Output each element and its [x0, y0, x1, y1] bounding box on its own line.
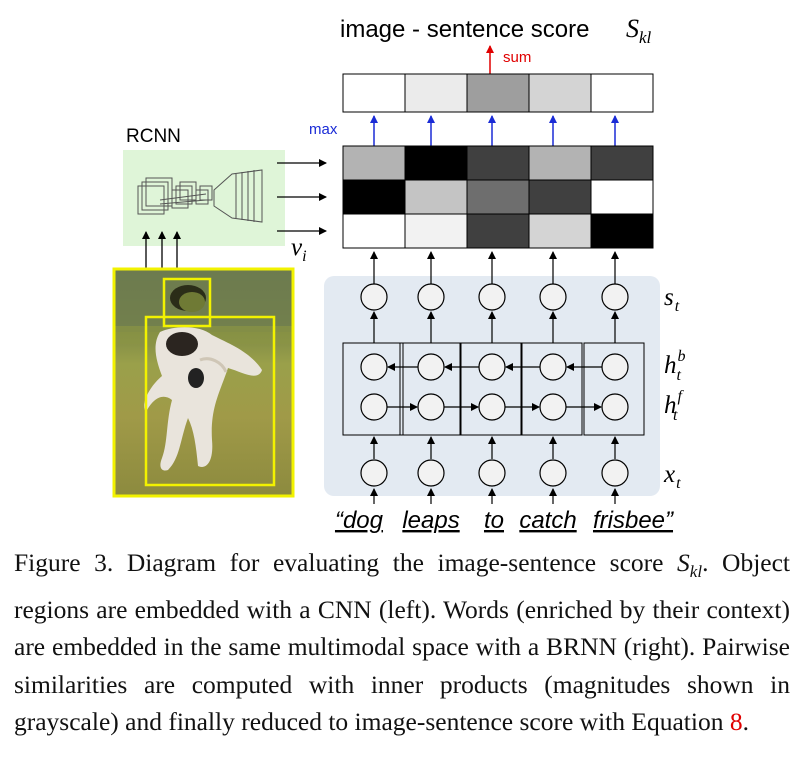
similarity-matrix [342, 145, 654, 249]
dog-region-box [144, 315, 276, 487]
rnn-unit [360, 353, 388, 381]
sentence-word: leaps [402, 507, 459, 534]
similarity-cell [404, 179, 468, 215]
max-arrows [370, 115, 619, 146]
similarity-cell [590, 213, 654, 249]
max-label: max [309, 121, 338, 138]
brnn-cell-box [583, 342, 645, 436]
rnn-unit [417, 353, 445, 381]
score-title: image - sentence score [340, 16, 589, 43]
rcnn-label: RCNN [126, 126, 181, 147]
similarity-cell [590, 145, 654, 181]
rnn-unit [539, 283, 567, 311]
rnn-unit [539, 353, 567, 381]
brnn-columns [342, 251, 645, 504]
cnn-icon [137, 169, 263, 223]
rnn-unit [478, 353, 506, 381]
rnn-unit [478, 459, 506, 487]
similarity-cell [466, 213, 530, 249]
rnn-unit [360, 459, 388, 487]
rnn-unit [417, 283, 445, 311]
brnn-cell-box [460, 342, 522, 436]
similarity-cell [528, 145, 592, 181]
brnn-panel [324, 276, 660, 496]
score-cell [404, 73, 468, 113]
similarity-cell [590, 179, 654, 215]
score-symbol: Skl [626, 14, 652, 47]
similarity-cell [404, 145, 468, 181]
score-cell [342, 73, 406, 113]
brnn-cell-box [521, 342, 583, 436]
dog-photo [113, 268, 294, 497]
brnn-cell-box [399, 342, 461, 436]
similarity-cell [342, 179, 406, 215]
similarity-cell [342, 213, 406, 249]
similarity-cell [528, 179, 592, 215]
score-cell [466, 73, 530, 113]
score-row [342, 73, 654, 113]
sentence-word: frisbee” [593, 507, 674, 534]
rnn-unit [601, 283, 629, 311]
row-label: st [664, 284, 680, 315]
diagram: image - sentence score Skl sum max RCNN … [112, 14, 686, 534]
region-symbol: vi [291, 234, 307, 265]
sentence-word: “dog [335, 507, 384, 534]
brnn-cell-box [342, 342, 404, 436]
score-cell [590, 73, 654, 113]
sentence-word: catch [519, 507, 576, 534]
rnn-unit [539, 393, 567, 421]
row-label: xt [663, 461, 681, 492]
rnn-unit [478, 393, 506, 421]
image-region-box [112, 267, 295, 498]
frisbee-region-box [162, 277, 212, 328]
similarity-cell [466, 179, 530, 215]
rnn-unit [539, 459, 567, 487]
rnn-unit [601, 393, 629, 421]
similarity-cell [404, 213, 468, 249]
rnn-unit [360, 283, 388, 311]
similarity-cell [528, 213, 592, 249]
figure-caption: Figure 3. Diagram for evaluating the ima… [14, 548, 791, 737]
score-cell [528, 73, 592, 113]
equation-ref[interactable]: 8 [729, 707, 743, 737]
rnn-unit [417, 393, 445, 421]
sentence-word: to [484, 507, 504, 534]
sum-label: sum [503, 49, 531, 66]
rcnn-panel [123, 150, 285, 246]
similarity-cell [466, 145, 530, 181]
rnn-unit [601, 353, 629, 381]
rnn-unit [478, 283, 506, 311]
rnn-unit [360, 393, 388, 421]
similarity-cell [342, 145, 406, 181]
rnn-unit [417, 459, 445, 487]
rnn-unit [601, 459, 629, 487]
